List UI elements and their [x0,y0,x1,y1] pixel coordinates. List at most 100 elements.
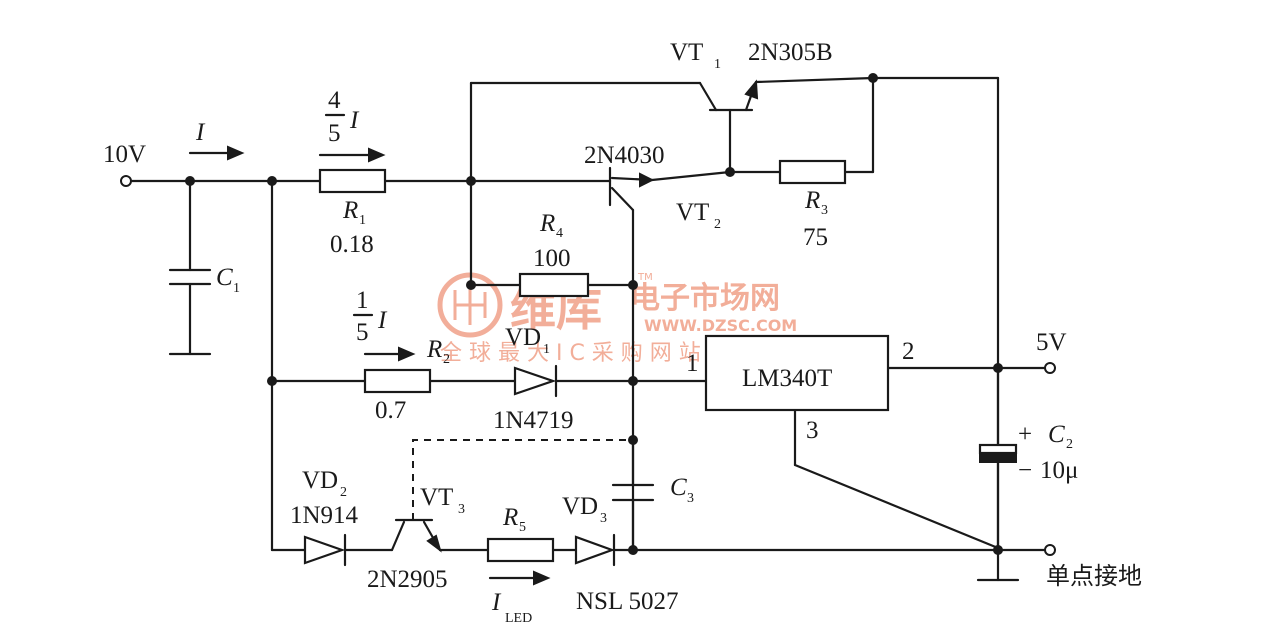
svg-text:2: 2 [443,352,450,367]
r4-label: R 4 [539,210,563,241]
svg-text:5: 5 [519,520,526,535]
svg-text:VD: VD [505,324,541,351]
svg-text:I: I [349,107,360,134]
wires [129,76,1052,582]
svg-text:2: 2 [714,217,721,232]
transistor-vt2 [608,166,655,212]
current-total-label: I [195,119,206,146]
junction-dots [185,73,1003,555]
svg-text:C: C [216,264,233,291]
svg-text:R: R [426,336,442,363]
watermark: 维库 电子市场网 WWW.DZSC.COM 全 球 最 大 I C 采 购 网 … [437,272,797,366]
svg-text:VT: VT [670,39,703,66]
current-r2-label: 1 5 I [352,287,388,346]
transistor-vt1 [698,79,759,112]
transistor-vt3 [390,518,442,553]
ground-label: 单点接地 [1046,562,1142,590]
svg-text:10μ: 10μ [1040,457,1078,484]
vd2-part: 1N914 [290,502,359,529]
current-r1-label: 4 5 I [324,87,360,147]
r1-label: R 1 [342,197,366,228]
svg-text:1: 1 [356,287,369,314]
watermark-url: WWW.DZSC.COM [644,316,797,335]
regulator-pin-out: 2 [902,338,915,365]
c1-label: C 1 [216,264,240,296]
vd3-part: NSL 5027 [576,588,679,615]
diode-vd1 [513,364,558,398]
svg-text:C: C [670,474,687,501]
r2-value: 0.7 [375,397,406,424]
svg-text:I: I [377,307,388,334]
svg-text:4: 4 [328,87,341,114]
watermark-tm: TM [637,272,653,283]
ground-terminal [1044,544,1056,556]
svg-text:R: R [539,210,555,237]
current-arrows [188,145,551,586]
regulator-pin-in: 1 [686,350,699,377]
vt3-part: 2N2905 [367,566,448,593]
watermark-logo-circuit-icon [453,285,487,325]
svg-text:+: + [1018,421,1032,448]
svg-text:3: 3 [458,502,465,517]
resistor-r1 [318,168,387,194]
svg-text:I: I [491,589,502,616]
svg-text:VT: VT [676,199,709,226]
input-voltage-label: 10V [103,141,146,168]
svg-text:VT: VT [420,484,453,511]
vd2-label: VD 2 [302,467,347,500]
vt2-label: VT 2 [676,199,721,232]
regulator-pin-gnd: 3 [806,417,819,444]
watermark-tagline: 全 球 最 大 I C 采 购 网 站 [440,341,701,366]
diode-vd2 [303,533,347,567]
current-led-label: I LED [491,589,532,626]
svg-text:LED: LED [505,611,532,626]
watermark-site: 电子市场网 [630,281,780,316]
svg-text:R: R [804,187,820,214]
vd1-label: VD 1 [505,324,550,357]
regulator-lm340t [704,334,890,412]
svg-text:2N305B: 2N305B [748,39,833,66]
svg-text:R: R [502,504,518,531]
svg-text:VD: VD [562,493,598,520]
svg-text:4: 4 [556,226,563,241]
c3-label: C 3 [670,474,694,506]
r4-value: 100 [533,245,571,272]
svg-text:R: R [342,197,358,224]
diode-vd3 [574,533,616,567]
resistor-r5 [486,537,555,563]
resistor-r3 [778,159,847,185]
input-terminal [120,175,132,187]
vt3-label: VT 3 [420,484,465,517]
vd3-label: VD 3 [562,493,607,526]
svg-text:3: 3 [687,491,694,506]
svg-text:1: 1 [714,57,721,72]
svg-text:5: 5 [356,319,369,346]
r3-label: R 3 [804,187,828,218]
output-terminal [1044,362,1056,374]
r5-label: R 5 [502,504,526,535]
regulator-name: LM340T [742,365,832,392]
svg-text:C: C [1048,421,1065,448]
svg-text:2: 2 [1066,437,1073,452]
resistor-r2 [363,368,432,394]
r2-label: R 2 [426,336,450,367]
resistor-r4 [518,272,590,298]
svg-text:3: 3 [600,511,607,526]
capacitor-c1 [168,268,212,286]
c2-label: + C 2 − 10μ [1018,421,1078,484]
r1-value: 0.18 [330,231,374,258]
r3-value: 75 [803,224,828,251]
vt1-label: VT 1 2N305B [670,39,833,72]
svg-text:VD: VD [302,467,338,494]
vt2-part: 2N4030 [584,142,665,169]
svg-text:−: − [1018,457,1032,484]
vd1-part: 1N4719 [493,407,574,434]
svg-text:1: 1 [233,281,240,296]
svg-text:5: 5 [328,120,341,147]
svg-text:3: 3 [821,203,828,218]
capacitor-c3 [611,483,655,502]
output-voltage-label: 5V [1036,329,1067,356]
capacitor-c2 [978,443,1018,463]
svg-text:2: 2 [340,485,347,500]
